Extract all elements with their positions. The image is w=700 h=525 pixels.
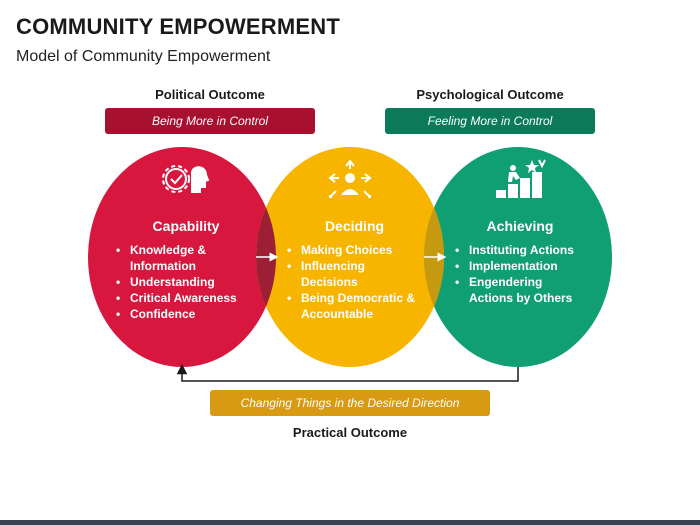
- person-arrows-icon: [328, 159, 372, 198]
- achieving-list: Instituting Actions Implementation Engen…: [455, 242, 585, 306]
- capability-list: Knowledge & Information Understanding Cr…: [116, 242, 256, 322]
- page-subtitle: Model of Community Empowerment: [16, 48, 271, 65]
- list-item: Critical Awareness: [116, 290, 256, 306]
- list-item: Understanding: [116, 274, 256, 290]
- list-item: Implementation: [455, 258, 585, 274]
- feedback-arrow-line: [176, 363, 519, 382]
- achieving-content: Achieving Instituting Actions Implementa…: [455, 218, 585, 306]
- steps-star-icon: [496, 159, 546, 198]
- achieving-heading: Achieving: [486, 218, 554, 234]
- practical-outcome-pill: Changing Things in the Desired Direction: [210, 390, 490, 416]
- list-item: Confidence: [116, 306, 256, 322]
- page-title: COMMUNITY EMPOWERMENT: [16, 14, 341, 39]
- capability-content: Capability Knowledge & Information Under…: [116, 218, 256, 322]
- deciding-content: Deciding Making Choices Influencing Deci…: [287, 218, 422, 322]
- list-item: Being Democratic & Accountable: [287, 290, 422, 322]
- political-outcome-label: Political Outcome: [155, 87, 265, 102]
- capability-heading: Capability: [152, 218, 220, 234]
- list-item: Instituting Actions: [455, 242, 585, 258]
- political-outcome-pill: Being More in Control: [105, 108, 315, 134]
- deciding-heading: Deciding: [324, 218, 385, 234]
- deciding-list: Making Choices Influencing Decisions Bei…: [287, 242, 422, 322]
- list-item: Making Choices: [287, 242, 422, 258]
- list-item: Engendering Actions by Others: [455, 274, 585, 306]
- footer-bar: [0, 520, 700, 525]
- list-item: Influencing Decisions: [287, 258, 422, 290]
- gear-head-check-icon: [162, 165, 210, 193]
- psychological-outcome-pill: Feeling More in Control: [385, 108, 595, 134]
- practical-outcome-label: Practical Outcome: [292, 425, 408, 440]
- psychological-outcome-label: Psychological Outcome: [416, 87, 564, 102]
- list-item: Knowledge & Information: [116, 242, 256, 274]
